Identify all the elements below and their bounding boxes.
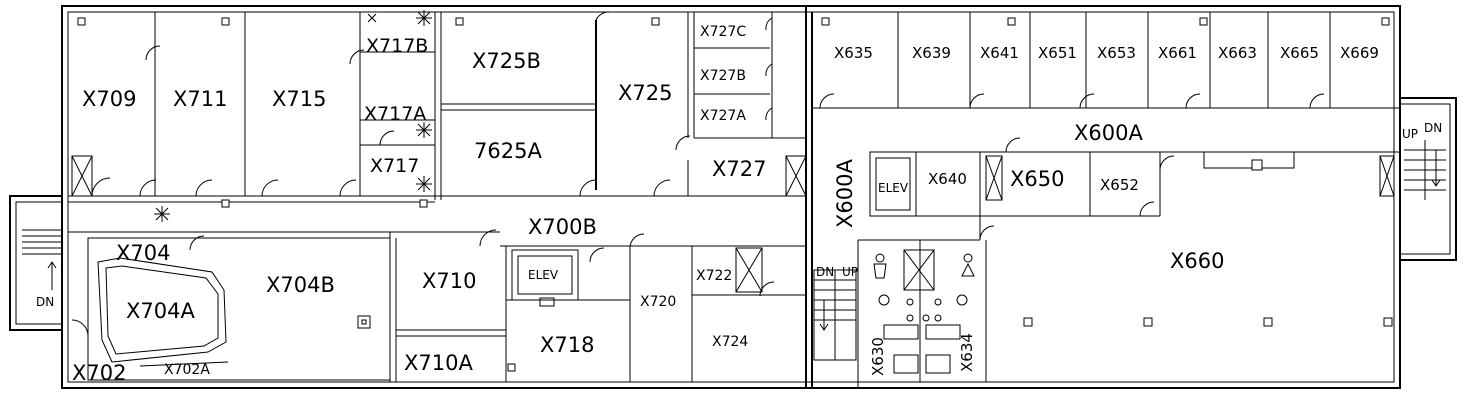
room-X702: X702 <box>72 361 126 385</box>
fixture-icons <box>906 298 942 322</box>
left-elevator-label: ELEV <box>528 268 559 282</box>
room-X669: X669 <box>1340 44 1379 62</box>
room-X702A: X702A <box>164 362 210 378</box>
room-X704B: X704B <box>266 273 335 297</box>
room-X630: X630 <box>869 337 887 376</box>
room-X651: X651 <box>1038 44 1077 62</box>
left-elevator <box>511 249 579 307</box>
room-X641: X641 <box>980 44 1019 62</box>
room-X634: X634 <box>958 333 976 372</box>
right-stair-up: UP <box>1402 127 1418 141</box>
accessible-icon <box>878 294 968 306</box>
room-X640: X640 <box>928 170 967 188</box>
restroom-men-icon <box>873 253 887 279</box>
middle-stair-dn: DN <box>816 265 834 279</box>
right-stair-dn: DN <box>1424 121 1442 135</box>
room-X725B: X725B <box>472 49 541 73</box>
room-X663: X663 <box>1218 44 1257 62</box>
right-elevator-label: ELEV <box>878 181 909 195</box>
room-X727C: X727C <box>700 24 746 40</box>
middle-stair-up: UP <box>842 265 858 279</box>
right-wing-walls <box>812 12 1400 388</box>
room-X720: X720 <box>640 294 676 310</box>
room-X652: X652 <box>1100 176 1139 194</box>
room-X704A: X704A <box>126 299 195 323</box>
room-X710A: X710A <box>404 351 473 375</box>
room-X725: X725 <box>618 81 672 105</box>
room-X639: X639 <box>912 44 951 62</box>
room-X717: X717 <box>370 155 419 177</box>
room-X661: X661 <box>1158 44 1197 62</box>
room-X717A: X717A <box>364 103 426 125</box>
room-X700B: X700B <box>528 215 597 239</box>
left-stair <box>22 229 62 290</box>
room-X727B: X727B <box>700 68 746 84</box>
star-markers <box>154 10 432 222</box>
left-stair-dn: DN <box>36 295 54 309</box>
room-X709: X709 <box>82 87 136 111</box>
restroom-women-icon <box>961 253 975 277</box>
room-X715: X715 <box>272 87 326 111</box>
room-X711: X711 <box>173 87 227 111</box>
building-outline <box>9 5 1457 389</box>
room-X727A: X727A <box>700 108 746 124</box>
room-7625A: 7625A <box>474 139 542 163</box>
room-X600A-vertical: X600A <box>833 159 857 228</box>
middle-stair <box>813 269 857 361</box>
room-X704: X704 <box>116 241 170 265</box>
room-X717B: X717B <box>366 35 428 57</box>
room-X600A-corridor: X600A <box>1074 121 1143 145</box>
room-X722: X722 <box>696 268 732 284</box>
room-X724: X724 <box>712 334 748 350</box>
room-X718: X718 <box>540 333 594 357</box>
doors <box>71 11 1325 337</box>
room-X665: X665 <box>1280 44 1319 62</box>
left-wing-top-walls <box>68 11 807 203</box>
room-X660: X660 <box>1170 249 1224 273</box>
room-X727: X727 <box>712 157 766 181</box>
room-X650: X650 <box>1010 167 1064 191</box>
room-X653: X653 <box>1097 44 1136 62</box>
columns <box>77 17 1393 372</box>
right-stair <box>1404 140 1446 200</box>
room-X710: X710 <box>422 269 476 293</box>
room-X635: X635 <box>834 44 873 62</box>
